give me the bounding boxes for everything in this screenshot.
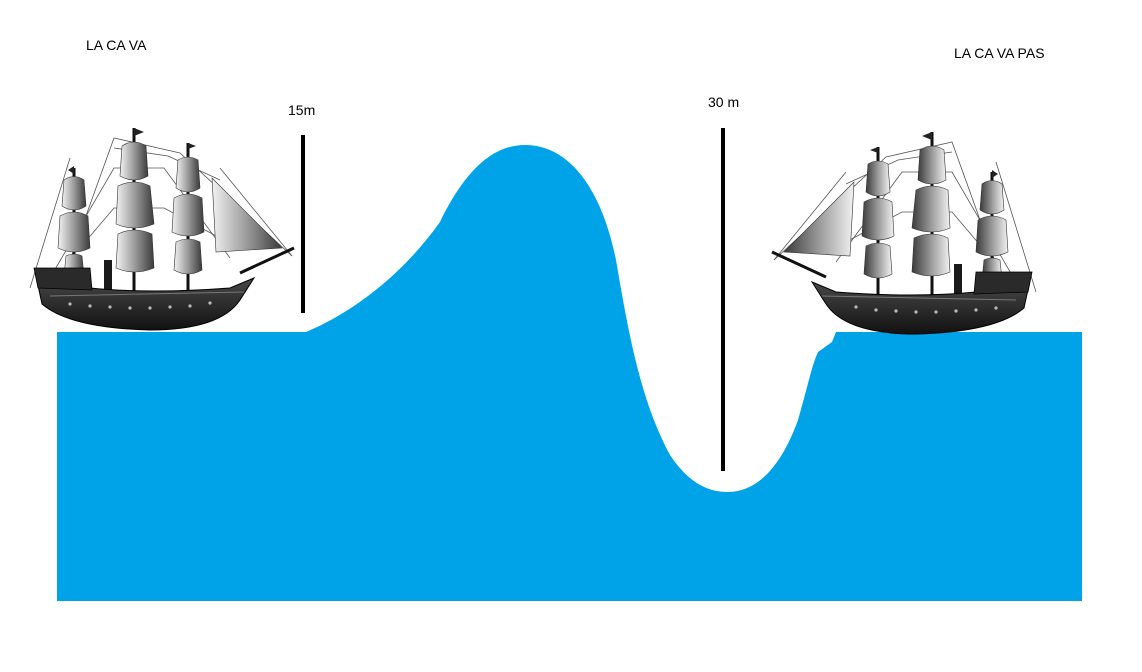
- caption-left: LA CA VA: [86, 37, 147, 53]
- water-body: [57, 145, 1082, 601]
- height-label-15m: 15m: [288, 102, 316, 118]
- caption-right: LA CA VA PAS: [954, 45, 1045, 61]
- height-label-30m: 30 m: [708, 94, 740, 110]
- sailing-ship-icon: [28, 126, 296, 332]
- sailing-ship-icon: [770, 130, 1038, 336]
